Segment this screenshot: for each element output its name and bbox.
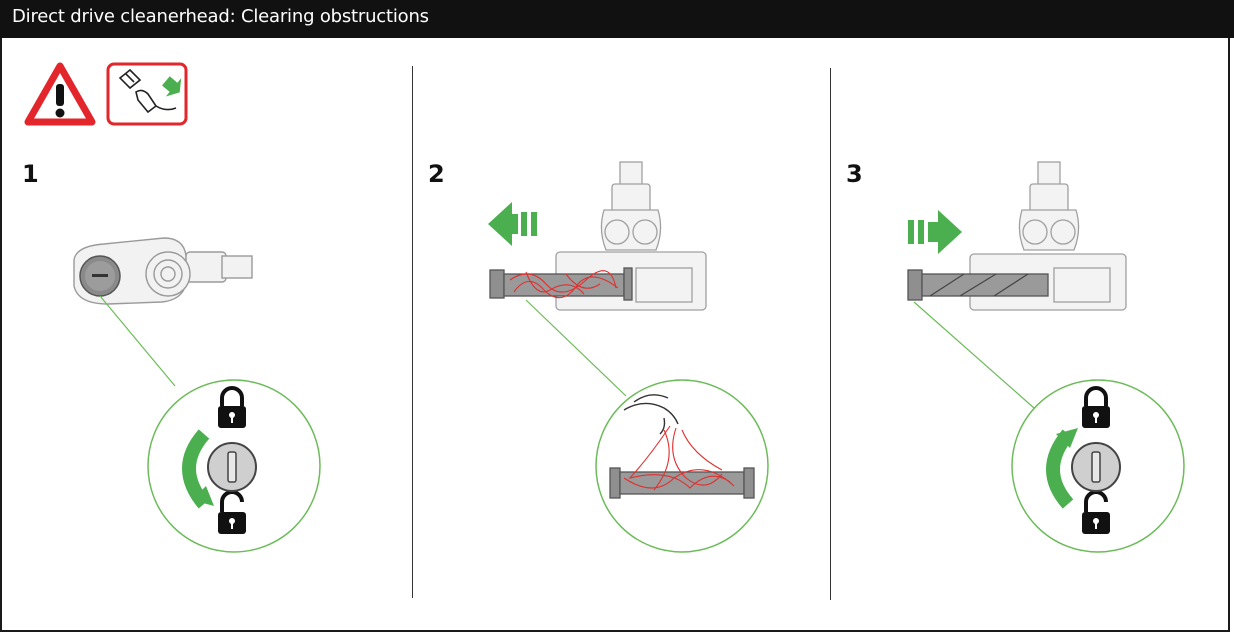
column-divider-2 bbox=[830, 68, 831, 600]
padlock-locked-icon bbox=[218, 386, 246, 428]
step-number-2: 2 bbox=[428, 160, 445, 188]
arrow-right-icon bbox=[908, 210, 962, 254]
unplug-tool-icon bbox=[106, 62, 188, 126]
column-divider-1 bbox=[412, 66, 413, 598]
step-number-3: 3 bbox=[846, 160, 863, 188]
callout-circle-step-3 bbox=[1011, 379, 1185, 553]
page-title: Direct drive cleanerhead: Clearing obstr… bbox=[12, 6, 429, 27]
brushbar-inserted bbox=[907, 269, 1049, 301]
step-number-1: 1 bbox=[22, 160, 39, 188]
callout-circle-step-1 bbox=[147, 379, 321, 553]
callout-circle-step-2 bbox=[595, 379, 769, 553]
hand-icon bbox=[623, 394, 679, 435]
padlock-unlocked-icon bbox=[218, 490, 246, 534]
cleanerhead-side-illustration bbox=[73, 237, 253, 387]
padlock-locked-icon bbox=[1082, 386, 1110, 428]
rotate-arrow-icon bbox=[1046, 429, 1074, 509]
cleanerhead-top-illustration-step-2 bbox=[489, 161, 707, 397]
header-bar: Direct drive cleanerhead: Clearing obstr… bbox=[0, 0, 1234, 38]
arrow-left-icon bbox=[488, 202, 537, 246]
padlock-unlocked-icon bbox=[1082, 490, 1110, 534]
warning-triangle-icon bbox=[24, 62, 96, 126]
cleanerhead-top-illustration-step-3 bbox=[907, 161, 1127, 409]
